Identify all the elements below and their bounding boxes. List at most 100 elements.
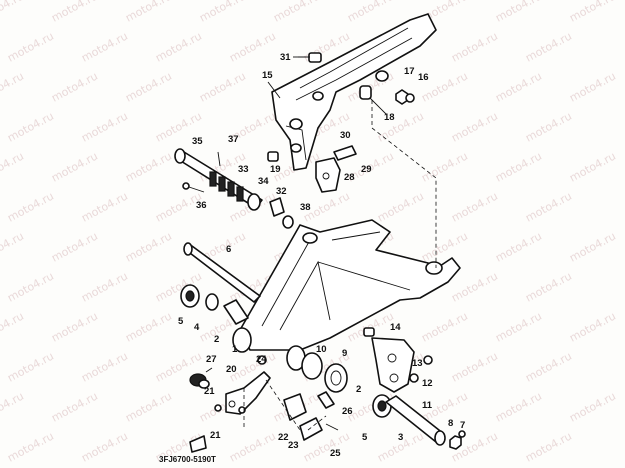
watermark-text: moto4.ru	[49, 149, 100, 184]
watermark-text: moto4.ru	[123, 0, 174, 25]
callout-37: 37	[228, 134, 239, 145]
clip-29	[333, 145, 357, 161]
watermark-text: moto4.ru	[49, 0, 100, 25]
callout-11: 11	[422, 400, 433, 411]
watermark-text: moto4.ru	[0, 0, 26, 25]
callout-16: 16	[418, 72, 429, 83]
watermark-text: moto4.ru	[5, 29, 56, 64]
watermark-text: moto4.ru	[5, 109, 56, 144]
watermark-text: moto4.ru	[123, 309, 174, 344]
callout-18: 18	[384, 112, 395, 123]
watermark-text: moto4.ru	[0, 389, 26, 424]
watermark-text: moto4.ru	[523, 109, 574, 144]
watermark-text: moto4.ru	[5, 269, 56, 304]
bearing-10	[301, 352, 323, 380]
watermark-text: moto4.ru	[79, 189, 130, 224]
washer-4	[205, 293, 219, 311]
watermark-text: moto4.ru	[449, 109, 500, 144]
watermark-text: moto4.ru	[79, 109, 130, 144]
callout-12: 12	[422, 378, 433, 389]
watermark-text: moto4.ru	[449, 29, 500, 64]
watermark-text: moto4.ru	[567, 0, 618, 25]
watermark-text: moto4.ru	[449, 189, 500, 224]
watermark-text: moto4.ru	[0, 149, 26, 184]
collar-2	[223, 299, 249, 325]
watermark-text: moto4.ru	[523, 29, 574, 64]
callout-2b: 2	[356, 384, 361, 395]
watermark-text: moto4.ru	[5, 429, 56, 464]
block-22	[283, 393, 307, 421]
callout-14: 14	[390, 322, 401, 333]
callout-35: 35	[192, 136, 203, 147]
watermark-text: moto4.ru	[123, 229, 174, 264]
callout-21b: 21	[210, 430, 221, 441]
callout-25: 25	[330, 448, 341, 459]
callout-15: 15	[262, 70, 273, 81]
bolt-14	[363, 327, 375, 337]
callout-17: 17	[404, 66, 415, 77]
watermark-text: moto4.ru	[493, 149, 544, 184]
watermark-text: moto4.ru	[123, 69, 174, 104]
watermark-text: moto4.ru	[227, 29, 278, 64]
callout-30: 30	[340, 130, 351, 141]
frame-section-part	[271, 13, 437, 171]
callout-24: 24	[256, 354, 267, 365]
bracket-28	[315, 157, 341, 193]
collar-18	[359, 85, 372, 100]
watermark-text: moto4.ru	[493, 229, 544, 264]
watermark-text: moto4.ru	[5, 349, 56, 384]
pivot-bolt-6	[183, 242, 261, 303]
callout-33: 33	[238, 164, 249, 175]
watermark-text: moto4.ru	[493, 389, 544, 424]
callout-5b: 5	[362, 432, 368, 443]
bushing-5b	[372, 394, 392, 418]
drawing-code: 3FJ6700-5190T	[159, 455, 216, 464]
callout-13: 13	[412, 358, 423, 369]
plate-32	[269, 197, 285, 217]
pin-37	[217, 151, 221, 167]
watermark-text: moto4.ru	[123, 389, 174, 424]
callout-36: 36	[196, 200, 207, 211]
watermark-text: moto4.ru	[449, 349, 500, 384]
watermark-text: moto4.ru	[0, 309, 26, 344]
watermark-text: moto4.ru	[79, 349, 130, 384]
watermark-text: moto4.ru	[49, 229, 100, 264]
watermark-text: moto4.ru	[197, 69, 248, 104]
callout-23: 23	[288, 440, 299, 451]
watermark-text: moto4.ru	[419, 149, 470, 184]
callout-38: 38	[300, 202, 311, 213]
reference-lines	[243, 100, 437, 431]
watermark-text: moto4.ru	[523, 429, 574, 464]
callout-3: 3	[398, 432, 403, 443]
callout-28: 28	[344, 172, 355, 183]
watermark-text: moto4.ru	[49, 309, 100, 344]
callout-8: 8	[448, 418, 453, 429]
watermark-text: moto4.ru	[79, 29, 130, 64]
callout-26: 26	[342, 406, 353, 417]
callout-layer: 31 15 17 16 18 30 29 28 19 35 37 33 34 3…	[178, 52, 465, 459]
watermark-text: moto4.ru	[567, 69, 618, 104]
watermark-text: moto4.ru	[49, 69, 100, 104]
callout-9: 9	[342, 348, 347, 359]
watermark-text: moto4.ru	[523, 269, 574, 304]
watermark-text: moto4.ru	[523, 189, 574, 224]
callout-22: 22	[278, 432, 289, 443]
watermark-text: moto4.ru	[567, 309, 618, 344]
watermark-text: moto4.ru	[375, 109, 426, 144]
bushing-5	[180, 284, 200, 308]
watermark-text: moto4.ru	[0, 69, 26, 104]
spring-33	[209, 171, 244, 202]
fitting-bottom	[189, 435, 207, 453]
washer-34	[247, 193, 261, 211]
watermark-text: moto4.ru	[79, 269, 130, 304]
bearing-9	[324, 363, 348, 393]
watermark-text: moto4.ru	[523, 349, 574, 384]
bolt-13-12	[409, 355, 433, 383]
callout-1: 1	[232, 344, 238, 355]
watermark-text: moto4.ru	[123, 149, 174, 184]
callout-20: 20	[226, 364, 237, 375]
bracket-14	[371, 337, 415, 393]
shaft-3	[385, 395, 446, 446]
